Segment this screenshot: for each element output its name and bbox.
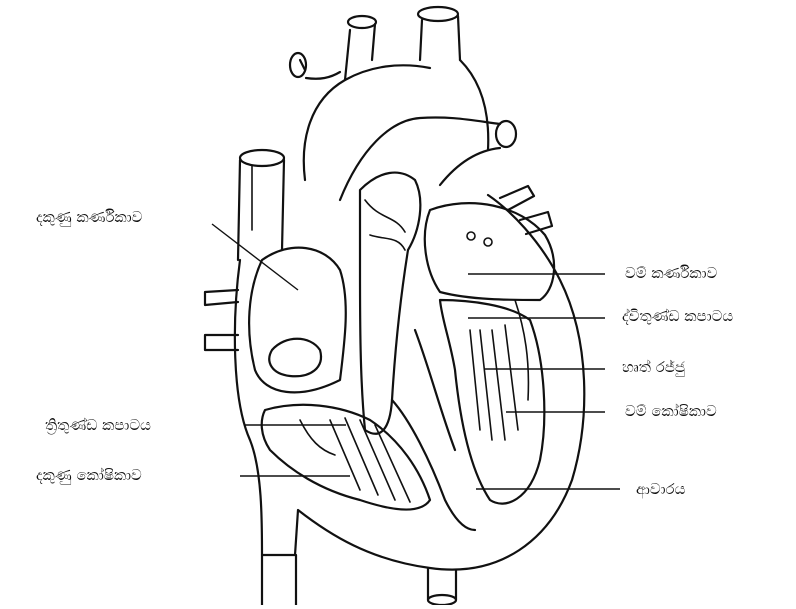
label-chordae-tendineae: හෘත් රජ්ජු bbox=[622, 358, 685, 376]
label-septum: ආවාරය bbox=[636, 480, 685, 498]
heart-outer-wall bbox=[235, 195, 584, 570]
superior-vena-cava bbox=[238, 150, 284, 260]
pulmonary-trunk bbox=[340, 117, 516, 200]
label-bicuspid-valve: ද්විතුණ්ඩ කපාටය bbox=[622, 307, 733, 325]
tricuspid-leaflets bbox=[300, 418, 410, 502]
pulmonary-veins-left bbox=[205, 290, 238, 350]
left-atrium-chamber bbox=[425, 203, 554, 300]
label-left-ventricle: වම් කෝෂිකාව bbox=[625, 402, 717, 420]
leader-lines bbox=[212, 224, 620, 489]
label-left-atrium: වම් කර්ණිකාව bbox=[625, 264, 717, 282]
ascending-aorta bbox=[360, 173, 420, 434]
right-atrium-chamber bbox=[249, 248, 346, 393]
label-tricuspid-valve: ත්‍රිතුණ්ඩ කපාටය bbox=[45, 416, 151, 434]
inferior-vena-cava bbox=[262, 555, 456, 605]
fossa-ovalis bbox=[269, 339, 321, 377]
label-right-ventricle: දකුණු කෝෂිකාව bbox=[36, 466, 142, 484]
label-right-atrium: දකුණු කර්ණිකාව bbox=[36, 208, 142, 226]
chordae-tendineae bbox=[470, 300, 528, 440]
aortic-arch bbox=[290, 7, 488, 180]
